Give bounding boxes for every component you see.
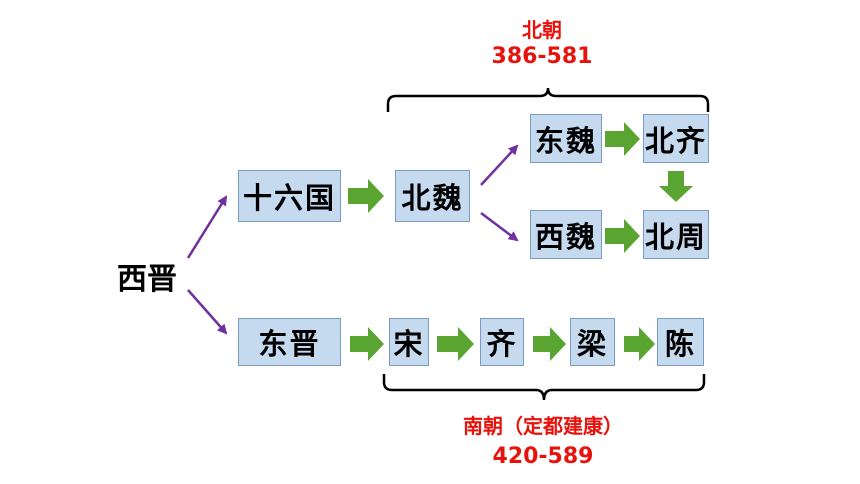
box-western-wei: 西魏 [530, 210, 602, 259]
green-arrow-xiwei-to-beizhou [605, 219, 640, 253]
box-song: 宋 [389, 318, 429, 366]
green-arrow-dongwei-to-beiqi [605, 122, 640, 156]
box-chen: 陈 [657, 318, 704, 366]
southern-dynasties-years: 420-589 [492, 444, 594, 469]
southern-dynasties-title: 南朝（定都建康） [463, 414, 623, 438]
green-arrow-qi-to-liang [533, 327, 566, 361]
southern-dynasties-brace [382, 374, 706, 401]
green-arrow-sixteen-to-beiwei [348, 179, 384, 213]
branch-arrow-to-sixteen-kingdoms [186, 195, 228, 259]
branch-arrow-to-eastern-jin [187, 289, 228, 335]
green-arrow-song-to-qi [437, 327, 474, 361]
western-jin-label: 西晋 [117, 262, 177, 297]
northern-dynasties-years: 386-581 [491, 44, 593, 69]
branch-arrow-to-western-wei [480, 212, 519, 242]
box-liang: 梁 [570, 318, 615, 366]
box-sixteen-kingdoms: 十六国 [238, 170, 341, 222]
box-eastern-jin: 东晋 [238, 318, 341, 366]
green-arrow-beiqi-to-beizhou [659, 171, 693, 202]
green-arrow-dongjin-to-song [350, 327, 384, 361]
green-arrow-liang-to-chen [624, 327, 655, 361]
box-northern-zhou: 北周 [643, 210, 709, 259]
box-qi: 齐 [480, 318, 524, 366]
northern-dynasties-title: 北朝 [522, 18, 562, 42]
box-northern-wei: 北魏 [395, 170, 470, 222]
branch-arrow-to-eastern-wei [480, 144, 519, 186]
northern-dynasties-brace [386, 87, 710, 112]
box-eastern-wei: 东魏 [530, 114, 602, 163]
box-northern-qi: 北齐 [643, 114, 709, 163]
